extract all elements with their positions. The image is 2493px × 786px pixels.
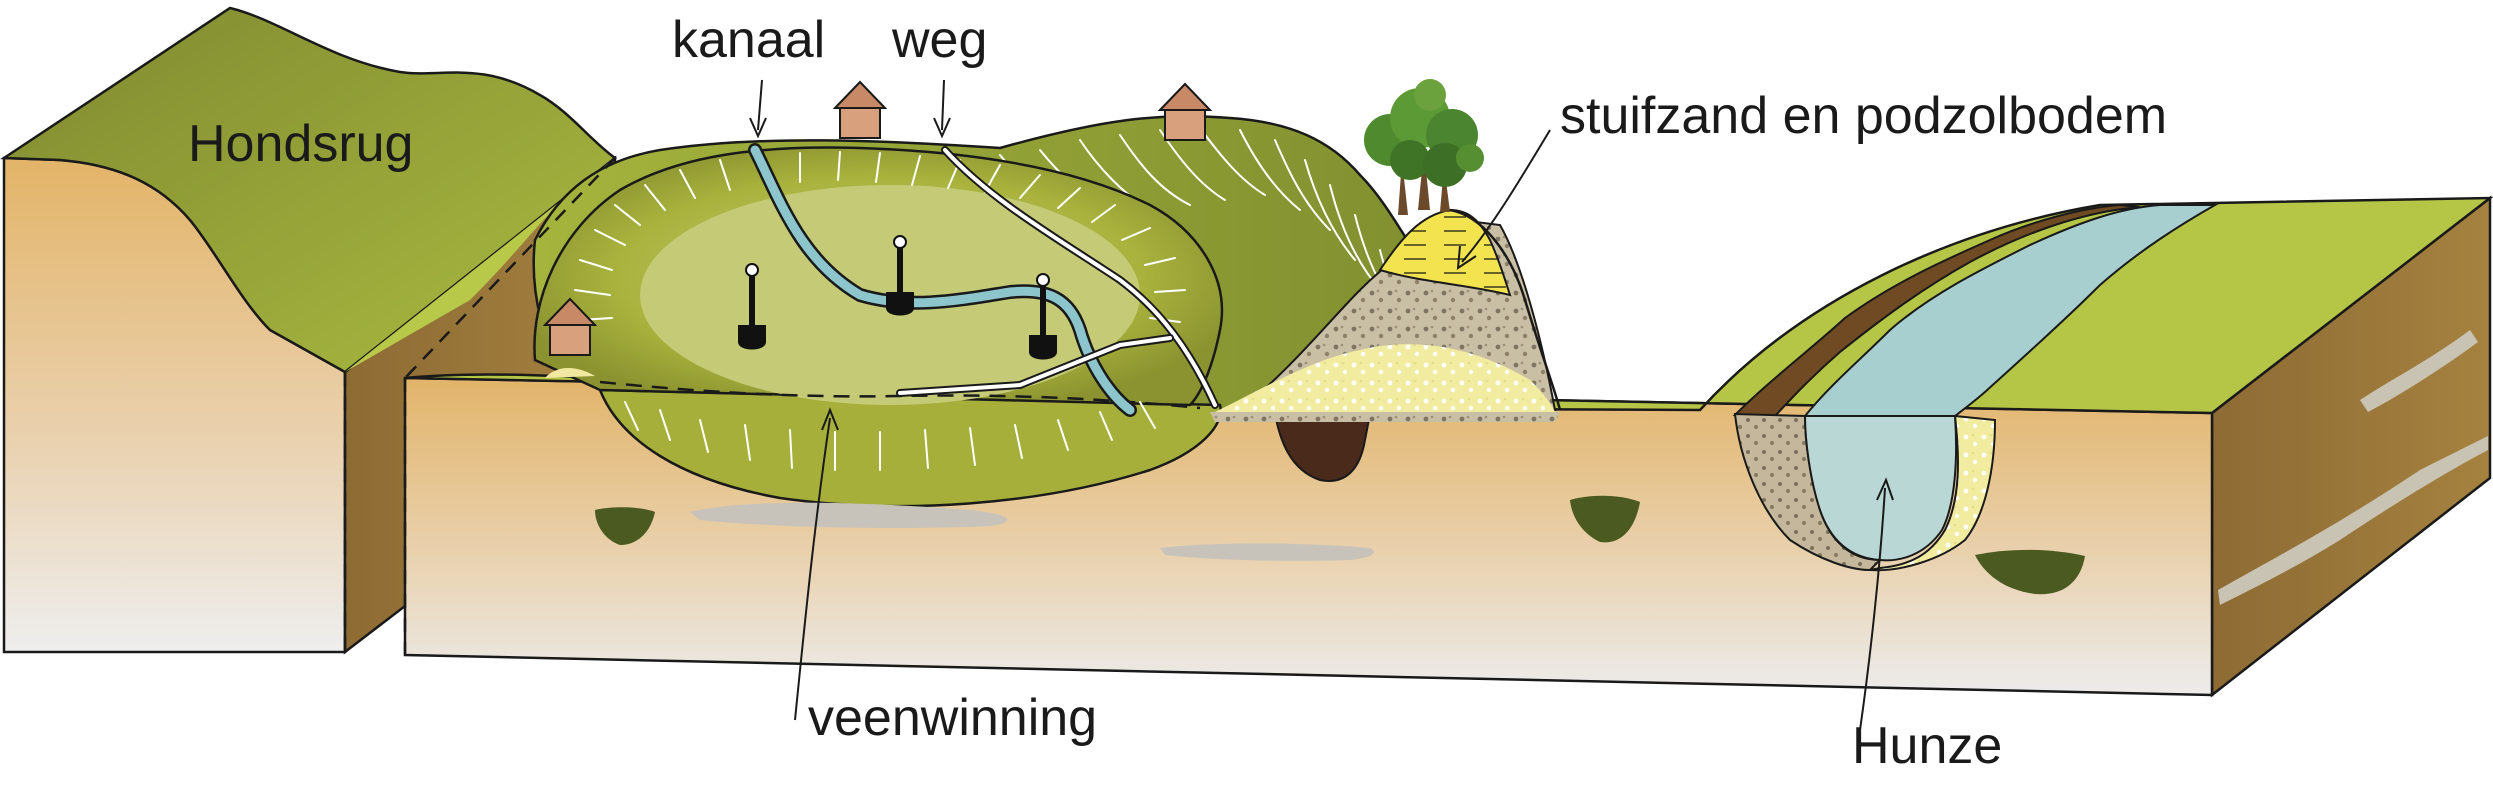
river-water — [1802, 204, 2219, 417]
hondsrug-top — [0, 6, 618, 374]
dune — [1215, 208, 1562, 412]
hondsrug-grass-edge — [345, 158, 615, 372]
spade-icon — [886, 235, 914, 316]
leader-lines — [749, 79, 1894, 731]
spade-icon — [1029, 273, 1057, 360]
river — [1732, 203, 2219, 572]
spade-icon — [738, 263, 766, 350]
label-veenwinning: veenwinning — [808, 689, 1098, 747]
grey-streak — [1160, 543, 1374, 561]
river-sand-right — [1869, 414, 1997, 572]
dark-lens — [595, 507, 655, 545]
label-hondsrug: Hondsrug — [188, 115, 414, 173]
arrow-icon — [1461, 129, 1551, 263]
arrow-icon — [794, 417, 831, 721]
arrow-icon — [757, 79, 763, 131]
peat-contours — [574, 151, 1186, 471]
arrow-icon — [1859, 487, 1886, 731]
label-stuifzand: stuifzand en podzolbodem — [1560, 87, 2168, 145]
label-weg: weg — [892, 11, 988, 69]
peat-pit-section — [1273, 413, 1372, 482]
canal-water-fill — [750, 145, 1135, 415]
subsoil-features — [595, 412, 2085, 595]
tree-icon — [1364, 79, 1484, 215]
arrow-icon — [941, 79, 945, 131]
canal — [748, 143, 1137, 417]
dune-outline — [1449, 208, 1562, 411]
sand-patch — [545, 367, 595, 378]
house-icon — [542, 297, 598, 356]
grey-streak — [690, 502, 1008, 528]
road — [896, 146, 1219, 409]
peat-lens-below — [598, 388, 1222, 508]
block-dashed-edges — [343, 157, 616, 655]
dune-base-layer — [1210, 412, 1560, 422]
dark-lens — [1975, 549, 2085, 595]
side-streak — [2218, 436, 2488, 605]
house-icon — [832, 80, 888, 139]
house-icon — [1157, 82, 1213, 141]
dark-lens — [1570, 495, 1640, 543]
label-hunze: Hunze — [1852, 717, 2003, 775]
label-kanaal: kanaal — [672, 11, 826, 69]
dune-top-hatched — [1378, 208, 1512, 297]
side-streak — [2360, 330, 2478, 412]
dune-yellow-layer — [1215, 344, 1555, 412]
river-bank — [1732, 203, 2141, 418]
